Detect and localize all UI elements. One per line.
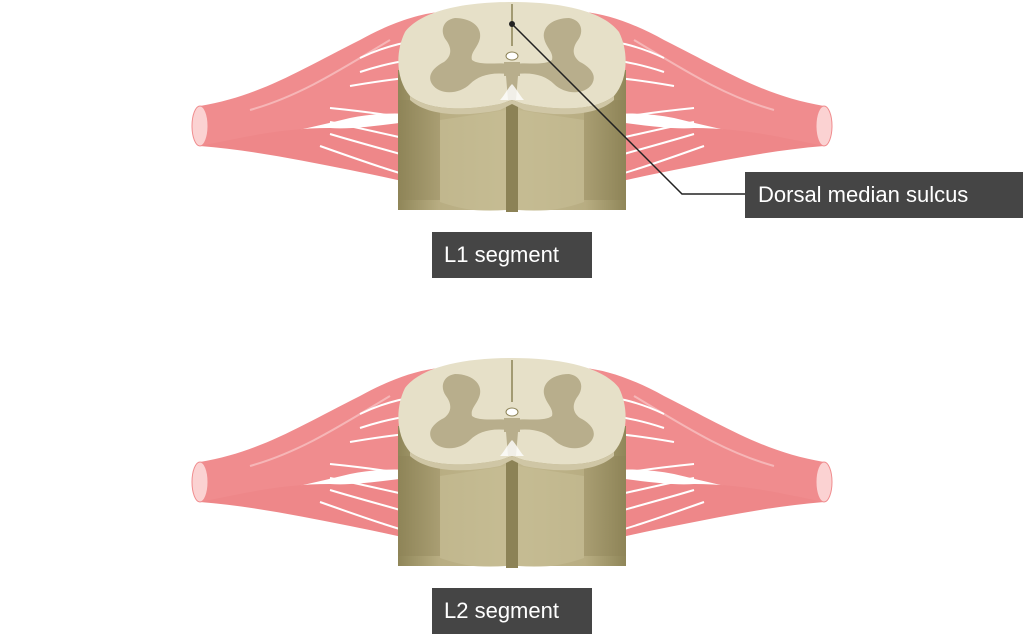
- l1-segment-label: L1 segment: [432, 232, 592, 278]
- l2-segment-label: L2 segment: [432, 588, 592, 634]
- leader-line: [509, 21, 745, 195]
- segment-l2: [191, 357, 833, 569]
- segment-l1: [191, 1, 833, 213]
- dorsal-median-sulcus-label: Dorsal median sulcus: [745, 172, 1023, 218]
